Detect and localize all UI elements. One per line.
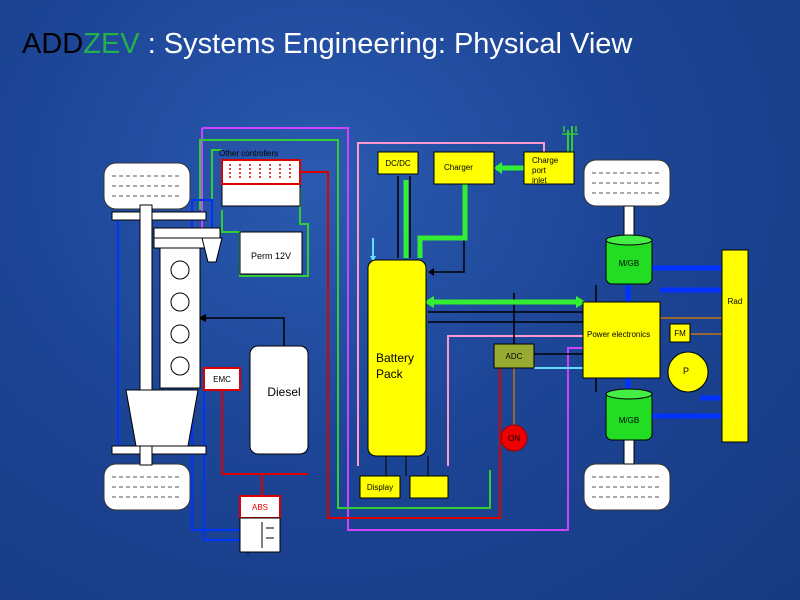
emc-label: EMC [213,375,231,384]
charge-port-label-3: inlet [532,176,547,185]
display-unit: Display [359,475,401,499]
slide-title: ADDZEV : Systems Engineering: Physical V… [22,28,632,61]
on-button: ON [500,424,528,452]
emc-box: EMC [203,367,241,391]
abs-box: ABS [239,495,281,553]
charge-port-inlet: Charge port inlet [523,151,575,185]
motor-gearbox-top: M/GB [605,234,653,285]
wheel-front-right [583,159,671,207]
coolant-lines [625,265,722,419]
mgb-top-label: M/GB [619,259,639,268]
rad-label: Rad [728,297,743,306]
abs-label: ABS [252,503,268,512]
motor-gearbox-bottom: M/GB [605,388,653,441]
power-lines [403,165,578,305]
display-label: Display [367,483,393,492]
power-electronics: Power electronics [582,301,661,379]
adc-label: ADC [506,352,523,361]
rear-shaft [623,439,635,465]
battery-label-1: Battery [376,351,414,365]
charger: Charger [433,151,495,185]
other-controllers: Other controllers [219,149,301,207]
fm-label: FM [674,329,686,338]
dcdc-converter: DC/DC [377,151,419,175]
charger-label: Charger [444,163,473,172]
unlabeled-module [409,475,449,499]
other-controllers-label: Other controllers [219,149,278,158]
mgb-bottom-label: M/GB [619,416,639,425]
red-wiring [221,171,501,519]
title-rest: : Systems Engineering: Physical View [139,28,633,60]
wheel-rear-left [103,463,191,511]
pump-label: P [683,366,689,376]
battery-label-2: Pack [376,367,404,381]
battery-pack: Battery Pack [367,259,427,457]
charge-port-label-2: port [532,166,547,175]
dcdc-label: DC/DC [385,159,411,168]
perm12v-label: Perm 12V [251,251,291,261]
engine-assembly [111,204,223,466]
radiator: Rad [721,249,749,443]
fm-box: FM [669,323,691,343]
magenta-wiring [201,127,583,531]
title-add: ADD [22,28,84,60]
diesel-label: Diesel [267,385,300,399]
adc-box: ADC [493,343,535,369]
diesel-tank: Diesel [249,345,309,455]
on-label: ON [508,434,520,443]
wheel-rear-right [583,463,671,511]
front-shaft [623,205,635,239]
charge-port-label-1: Charge [532,156,559,165]
title-zev: ZEV [83,28,140,60]
pump: P [667,351,709,393]
wheel-front-left [103,162,191,210]
perm12v-battery: Perm 12V [239,231,303,275]
plug-icon [562,126,578,135]
pink-wiring [357,142,583,466]
power-electronics-label: Power electronics [587,330,650,339]
cyan-wiring [372,238,583,369]
